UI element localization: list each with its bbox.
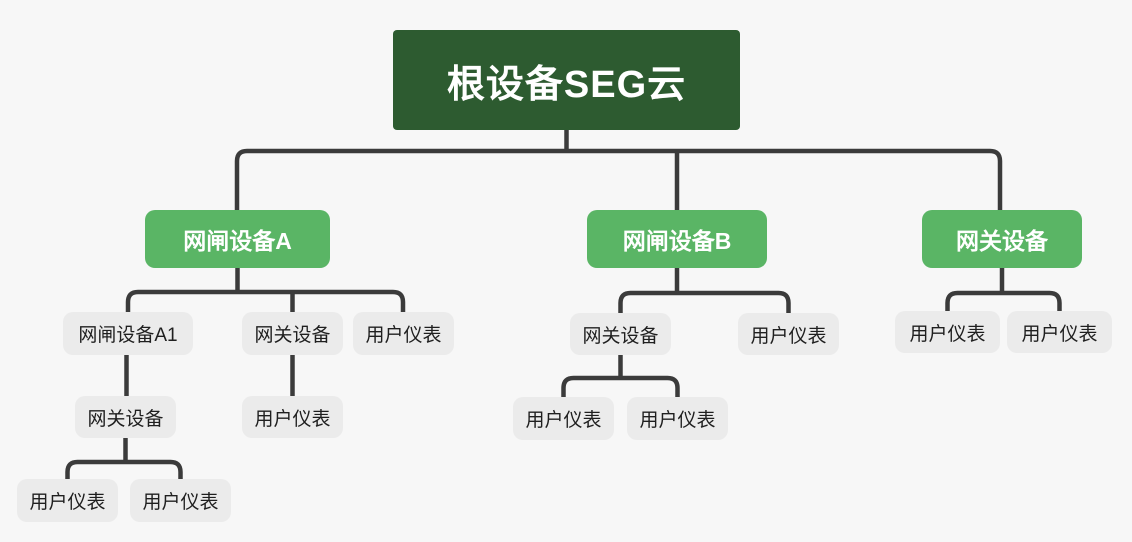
node-gatekeeper-b[interactable]: 网闸设备B bbox=[587, 210, 767, 268]
node-gateway-under-b[interactable]: 网关设备 bbox=[570, 313, 671, 355]
node-user-meter-a1-1[interactable]: 用户仪表 bbox=[17, 479, 118, 522]
node-user-meter-under-a-gateway[interactable]: 用户仪表 bbox=[242, 396, 343, 438]
node-root-seg-cloud[interactable]: 根设备SEG云 bbox=[393, 30, 740, 130]
node-gateway-under-a[interactable]: 网关设备 bbox=[242, 312, 343, 355]
node-user-meter-b-2[interactable]: 用户仪表 bbox=[627, 397, 728, 440]
node-user-meter-under-b[interactable]: 用户仪表 bbox=[738, 313, 839, 355]
node-user-meter-a1-2[interactable]: 用户仪表 bbox=[130, 479, 231, 522]
node-gateway-under-a1[interactable]: 网关设备 bbox=[75, 396, 176, 438]
connector bbox=[234, 148, 1003, 210]
node-gatekeeper-a[interactable]: 网闸设备A bbox=[145, 210, 330, 268]
node-gateway-right[interactable]: 网关设备 bbox=[922, 210, 1082, 268]
connector bbox=[945, 290, 1062, 311]
connector bbox=[65, 459, 183, 479]
node-user-meter-under-a[interactable]: 用户仪表 bbox=[353, 312, 454, 355]
node-user-meter-b-1[interactable]: 用户仪表 bbox=[513, 397, 614, 440]
connector bbox=[618, 290, 791, 313]
node-user-meter-right-2[interactable]: 用户仪表 bbox=[1007, 311, 1112, 353]
connector bbox=[561, 375, 680, 397]
node-gatekeeper-a1[interactable]: 网闸设备A1 bbox=[63, 312, 193, 355]
node-user-meter-right-1[interactable]: 用户仪表 bbox=[895, 311, 1000, 353]
connector bbox=[125, 289, 406, 312]
